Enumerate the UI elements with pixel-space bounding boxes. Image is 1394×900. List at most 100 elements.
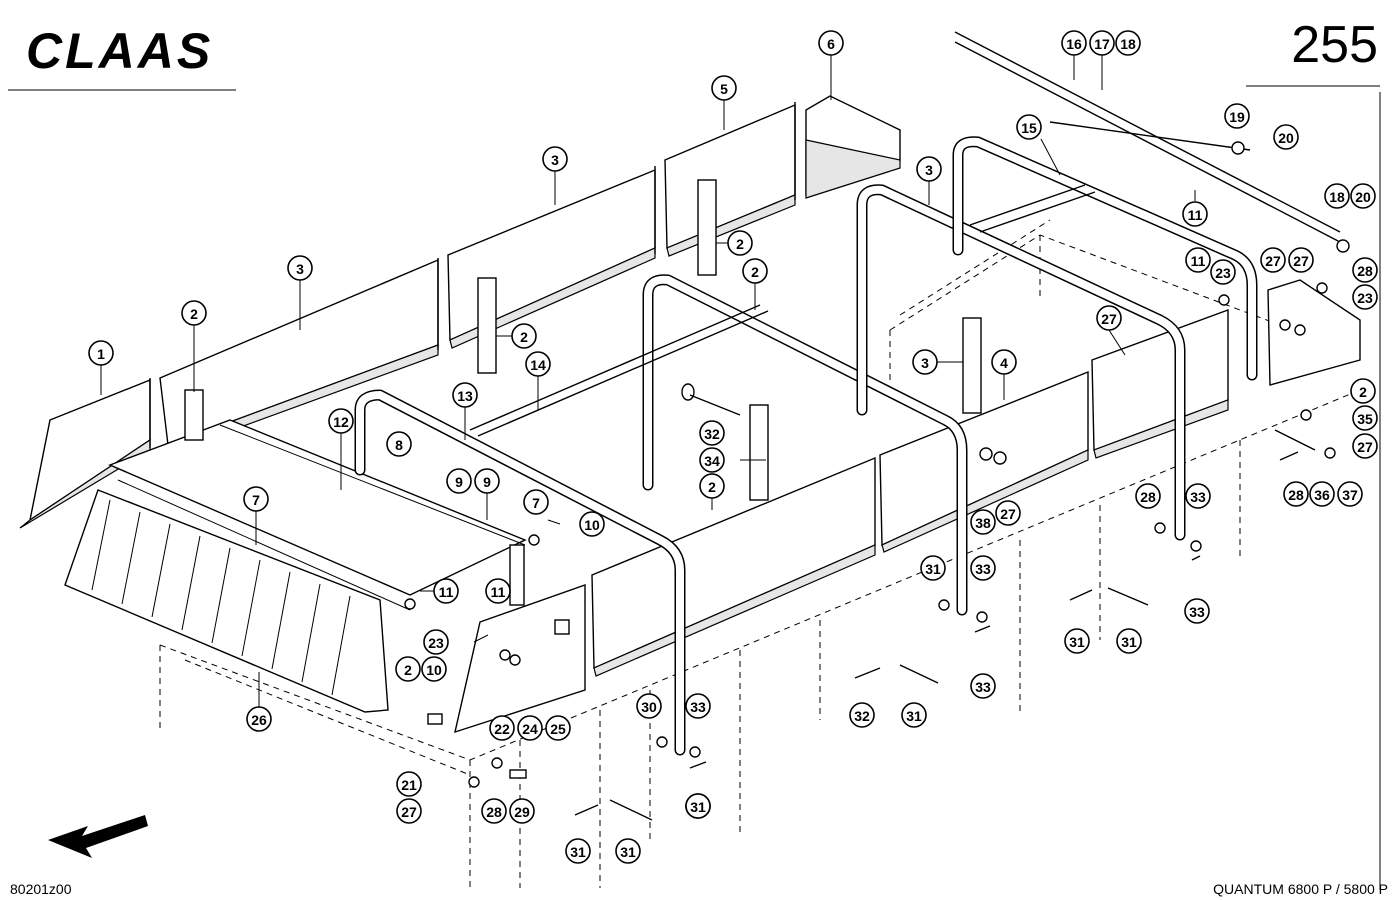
callout-31: 31 [685,793,711,819]
callout-label: 2 [708,479,716,495]
callout-27: 27 [396,798,422,824]
callout-6: 6 [818,30,844,56]
callout-label: 31 [620,844,636,860]
callout-circle [1309,481,1335,507]
callout-7: 7 [243,486,269,512]
callout-label: 4 [1000,355,1008,371]
callout-label: 29 [514,804,530,820]
callout-circle [1185,247,1211,273]
callout-circle [1135,483,1161,509]
callout-3: 3 [916,156,942,182]
callout-label: 32 [704,426,720,442]
callout-circle [685,793,711,819]
callout-leaders [100,55,1196,707]
callout-label: 36 [1314,487,1330,503]
callout-31: 31 [901,702,927,728]
callout-circle [517,715,543,741]
rails-and-rods [469,31,1341,437]
callout-30: 30 [636,693,662,719]
callout-label: 23 [1357,290,1373,306]
callout-circle [1283,481,1309,507]
hoop-tubes [354,136,1258,756]
callout-circle [1115,30,1141,56]
callout-label: 25 [550,721,566,737]
callout-label: 33 [975,561,991,577]
callout-label: 11 [491,584,506,600]
callout-28: 28 [481,798,507,824]
callout-2: 2 [1350,378,1376,404]
callout-label: 21 [401,777,417,793]
callout-24: 24 [517,715,543,741]
callout-27: 27 [1096,305,1122,331]
callout-circle [727,230,753,256]
callout-label: 3 [551,152,559,168]
callout-label: 27 [1000,506,1016,522]
callout-label: 38 [975,515,991,531]
callout-circle [386,431,412,457]
callout-2: 2 [699,473,725,499]
callout-circle [1182,201,1208,227]
callout-label: 31 [1069,634,1085,650]
callout-circle [88,340,114,366]
callout-2: 2 [727,230,753,256]
callout-circle [1273,124,1299,150]
callout-3: 3 [912,349,938,375]
callout-circle [396,771,422,797]
callout-circle [565,838,591,864]
brand-logo: CLAAS [26,23,213,79]
callout-2: 2 [181,300,207,326]
callout-label: 33 [975,679,991,695]
callout-label: 10 [584,517,600,533]
callout-circle [699,473,725,499]
callout-9: 9 [474,468,500,494]
model-name: QUANTUM 6800 P / 5800 P [1213,881,1388,897]
callout-16: 16 [1061,30,1087,56]
callout-circle [742,258,768,284]
callout-circle [1184,598,1210,624]
callout-circle [920,555,946,581]
callout-label: 35 [1357,411,1373,427]
callout-11: 11 [433,578,459,604]
callout-label: 7 [532,495,540,511]
callout-circle [396,798,422,824]
callout-circle [1210,259,1236,285]
callout-label: 27 [401,804,417,820]
callout-label: 17 [1094,36,1110,52]
callout-label: 11 [1191,253,1206,269]
callout-19: 19 [1224,103,1250,129]
callout-27: 27 [1260,247,1286,273]
callout-circle [1352,405,1378,431]
callout-3: 3 [542,146,568,172]
callout-circle [542,146,568,172]
callout-20: 20 [1350,183,1376,209]
callout-label: 1 [97,346,105,362]
callout-label: 11 [439,584,454,600]
callout-31: 31 [920,555,946,581]
callout-circle [1116,628,1142,654]
callout-31: 31 [615,838,641,864]
callout-circle [1224,103,1250,129]
callout-37: 37 [1337,481,1363,507]
callout-18: 18 [1324,183,1350,209]
callout-11: 11 [1185,247,1211,273]
callout-circle [916,156,942,182]
callout-label: 27 [1293,253,1309,269]
brackets [184,179,982,606]
callout-label: 13 [457,388,473,404]
callout-label: 27 [1265,253,1281,269]
callout-circle [579,511,605,537]
callout-28: 28 [1135,483,1161,509]
callout-32: 32 [849,702,875,728]
callout-circle [446,468,472,494]
callout-label: 31 [906,708,922,724]
callout-8: 8 [386,431,412,457]
callout-circle [523,489,549,515]
callout-label: 31 [925,561,941,577]
callout-label: 2 [751,264,759,280]
callout-circle [699,447,725,473]
callout-3: 3 [287,255,313,281]
callout-2: 2 [742,258,768,284]
callout-circle [1061,30,1087,56]
callout-circle [1185,483,1211,509]
